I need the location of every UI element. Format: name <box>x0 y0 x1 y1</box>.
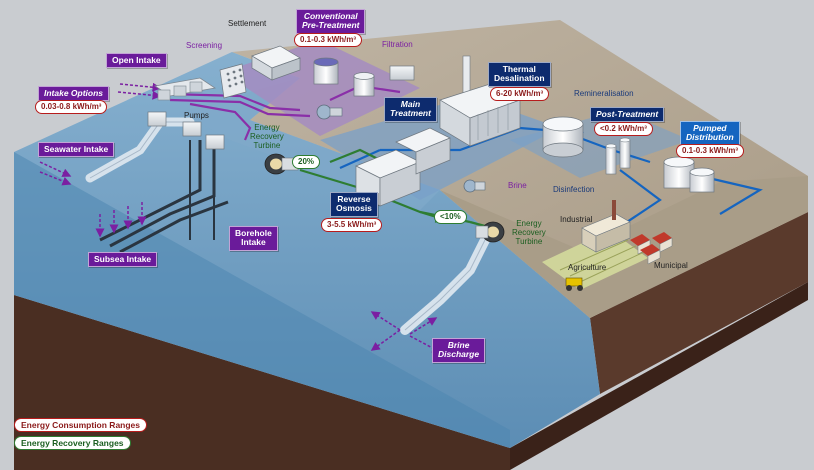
thermal-energy-badge: 6-20 kWh/m³ <box>490 87 550 101</box>
agriculture-field <box>542 230 648 290</box>
distribution-energy-badge: 0.1-0.3 kWh/m³ <box>676 144 745 158</box>
disinfection-label: Disinfection <box>553 185 595 194</box>
distribution-tanks <box>663 156 715 193</box>
turbine-icon <box>264 153 505 243</box>
intake-energy-badge: 0.03-0.8 kWh/m³ <box>35 100 108 114</box>
subsea-intake-box: Subsea Intake <box>88 252 158 268</box>
post-treatment-box: Post-Treatment <box>590 107 665 123</box>
energy-recovery-turbine-2-label: Energy Recovery Turbine <box>512 219 546 246</box>
energy-recovery-turbine-1-label: Energy Recovery Turbine <box>250 123 284 150</box>
open-intake-structure <box>153 77 217 101</box>
earth-cliff <box>590 212 808 394</box>
legend-recovery: Energy Recovery Ranges <box>14 436 131 450</box>
remineralisation-label: Remineralisation <box>574 89 634 98</box>
screening-label: Screening <box>186 41 223 50</box>
brine-discharge-box: Brine Discharge <box>432 338 486 363</box>
settlement-tank <box>251 45 301 81</box>
factory-icon <box>581 200 631 253</box>
borehole-intake-box: Borehole Intake <box>229 226 278 251</box>
sea-front-face <box>14 152 510 448</box>
tractor-icon <box>565 277 583 291</box>
conventional-pretreatment-box: Conventional Pre-Treatment <box>296 9 366 34</box>
inflow-arrow-icon <box>39 82 162 238</box>
brine-label: Brine <box>508 181 527 190</box>
disinfection-tanks <box>605 137 631 175</box>
reverse-osmosis-box: Reverse Osmosis <box>330 192 378 217</box>
screening-unit <box>219 63 247 99</box>
pumped-distribution-box: Pumped Distribution <box>680 121 740 146</box>
settlement-label: Settlement <box>228 19 267 28</box>
earth-side-face <box>510 282 808 470</box>
reverse-osmosis-energy-badge: 3-5.5 kWh/m³ <box>321 218 383 232</box>
filtration-label: Filtration <box>382 40 413 49</box>
open-intake-box: Open Intake <box>106 53 167 69</box>
pumps-label: Pumps <box>184 111 209 120</box>
pretreatment-pump <box>316 104 343 120</box>
outflow-arrow-icon <box>370 311 442 353</box>
pretreatment-energy-badge: 0.1-0.3 kWh/m³ <box>294 33 363 47</box>
remineralisation-tank <box>542 116 584 158</box>
post-treatment-energy-badge: <0.2 kWh/m³ <box>594 122 653 136</box>
main-treatment-box: Main Treatment <box>384 97 437 122</box>
turbine-1-recovery-badge: 20% <box>292 155 321 169</box>
agriculture-label: Agriculture <box>568 263 607 272</box>
turbine-2-recovery-badge: <10% <box>434 210 467 224</box>
industrial-label: Industrial <box>560 215 593 224</box>
municipal-label: Municipal <box>654 261 688 270</box>
legend-consumption: Energy Consumption Ranges <box>14 418 148 432</box>
pump-icon <box>147 111 225 150</box>
seawater-intake-box: Seawater Intake <box>38 142 115 158</box>
tank-icon <box>313 57 415 97</box>
brine-pump <box>463 179 486 193</box>
house-icon <box>630 232 673 265</box>
thermal-desalination-box: Thermal Desalination <box>488 62 551 87</box>
